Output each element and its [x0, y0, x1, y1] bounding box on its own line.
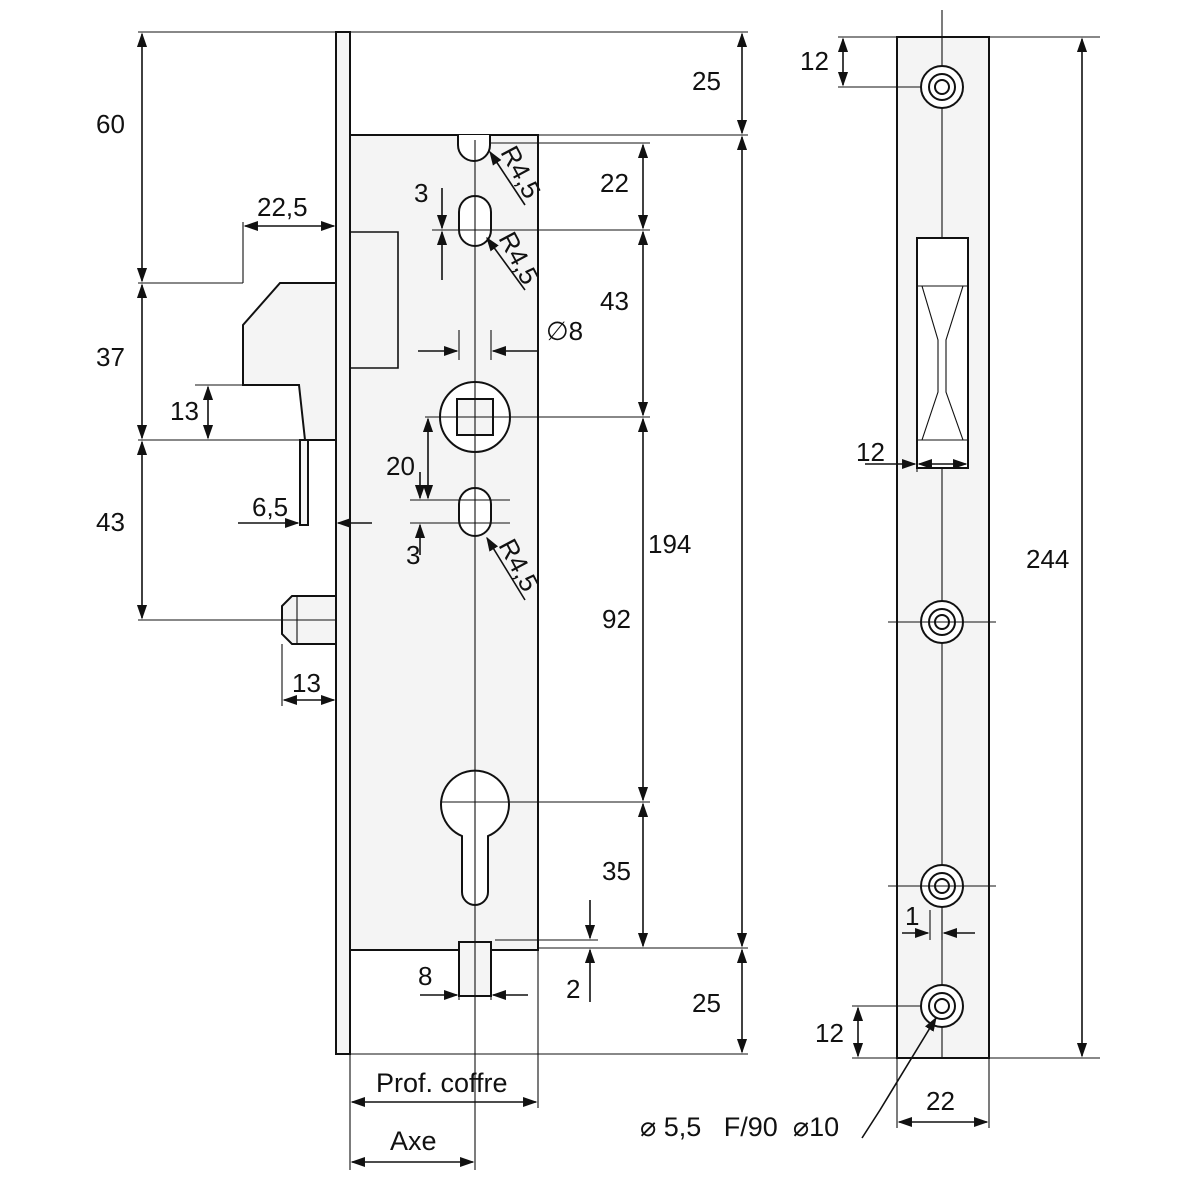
- dim-strike-1: 1: [905, 901, 919, 931]
- dim-strike-12-top: 12: [800, 46, 829, 76]
- dim-square-8: ∅8: [546, 316, 583, 346]
- top-notch: [457, 135, 491, 162]
- latch-recess: [350, 231, 399, 369]
- dim-60: 60: [96, 109, 125, 139]
- dim-194: 194: [648, 529, 691, 559]
- screw-hole-4: [920, 984, 964, 1028]
- dim-13-bolt: 13: [292, 668, 321, 698]
- prof-coffre-label: Prof. coffre: [376, 1068, 508, 1098]
- dim-43-left: 43: [96, 507, 125, 537]
- dim-3-top: 3: [414, 178, 428, 208]
- strike-plate-view: [888, 10, 996, 1059]
- dim-37: 37: [96, 342, 125, 372]
- dim-3-bottom: 3: [406, 540, 420, 570]
- forend-plate: [335, 31, 351, 1055]
- strike-dimension-lines: [837, 36, 1100, 1139]
- screw-note: ⌀ 5,5 F/90 ⌀10: [640, 1112, 839, 1142]
- dim-2: 2: [566, 974, 580, 1004]
- dim-8-bottom: 8: [418, 961, 432, 991]
- latch-post: [299, 439, 309, 526]
- dim-35: 35: [602, 856, 631, 886]
- dim-92: 92: [602, 604, 631, 634]
- lock-body-view: [242, 31, 539, 1055]
- dim-strike-12-bottom: 12: [815, 1018, 844, 1048]
- dim-13-latch: 13: [170, 396, 199, 426]
- strike-dimension-labels: 12 12 244 1 12 22 ⌀ 5,5 F/90 ⌀10: [640, 46, 1069, 1142]
- dim-strike-244: 244: [1026, 544, 1069, 574]
- latch-bolt: [242, 282, 337, 441]
- dim-6-5: 6,5: [252, 492, 288, 522]
- dim-strike-22: 22: [926, 1086, 955, 1116]
- dim-22: 22: [600, 168, 629, 198]
- extension-lines: [138, 31, 748, 1170]
- dim-strike-12-mid: 12: [856, 437, 885, 467]
- dim-43: 43: [600, 286, 629, 316]
- screw-hole-1: [920, 65, 964, 109]
- dim-22-5: 22,5: [257, 192, 308, 222]
- dim-25-bottom: 25: [692, 988, 721, 1018]
- axe-label: Axe: [390, 1126, 437, 1156]
- dim-20: 20: [386, 451, 415, 481]
- dim-25-top: 25: [692, 66, 721, 96]
- dimension-lines: [136, 32, 748, 1168]
